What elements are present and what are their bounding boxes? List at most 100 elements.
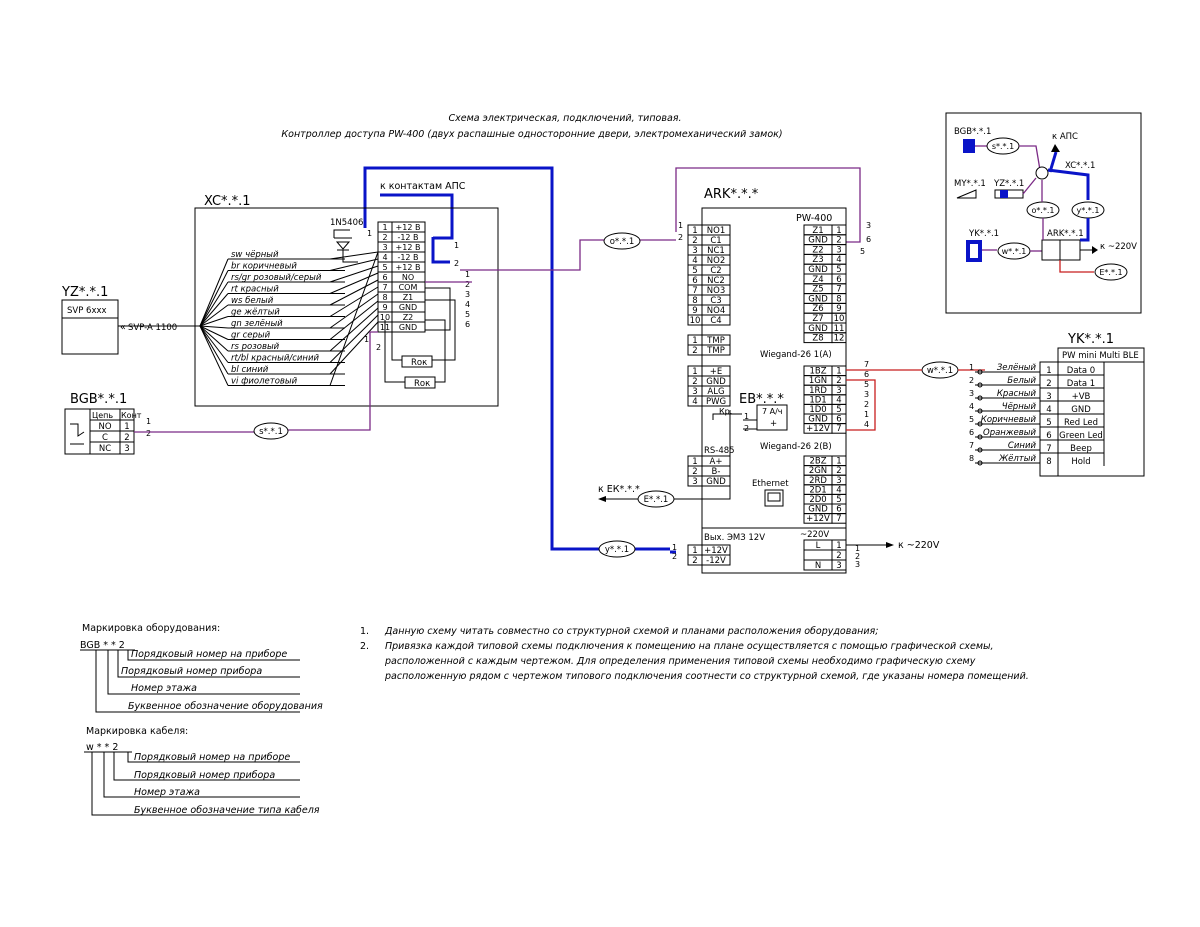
ark-relay-cell-b: C1 <box>710 236 721 246</box>
yk-pin-label: Hold <box>1071 457 1090 467</box>
connector-arrows-icon: « <box>120 322 126 333</box>
xc-wire-label: ge жёлтый <box>231 308 280 318</box>
xc-junction-box: XC*.*.1 1N5406 к контактам АПС 1+12 В2-1… <box>194 181 499 407</box>
ark-out-cell-b: -12V <box>706 556 726 566</box>
ark-zone-cell-a: Z8 <box>812 334 823 344</box>
inset-yz-icon <box>1000 190 1008 198</box>
xc-name: XC*.*.1 <box>204 194 251 209</box>
note-2-line-3: расположенную рядом с чертежом типового … <box>384 671 1029 682</box>
ark-w2-cell-b: 2 <box>836 466 841 476</box>
yk-wire-label: Синий <box>1008 441 1037 451</box>
ark-pwr-cell-b: ALG <box>707 387 724 397</box>
svg-text:1: 1 <box>744 412 749 421</box>
ark-relay-cell-b: NO1 <box>707 226 725 236</box>
ark-w1-cell-a: 1GN <box>809 376 827 386</box>
ark-w2-cell-b: 1 <box>836 457 841 467</box>
apc-contacts-label: к контактам АПС <box>380 181 466 192</box>
ark-w2-cell-a: 2BZ <box>809 457 826 467</box>
yk-wire-label: Коричневый <box>981 415 1037 425</box>
resistor-2-label: Rок <box>414 379 430 389</box>
xc-terminal-num: 10 <box>380 313 390 322</box>
ark-out-row: 2-12V <box>687 554 731 566</box>
ark-relay-cell-a: 9 <box>692 306 697 316</box>
note-2-line-2: расположенной с каждым чертежом. Для опр… <box>384 656 976 667</box>
ark-rs485-cell-b: B- <box>712 467 721 477</box>
xc-wire: rt красный <box>199 272 379 327</box>
ark-w1-cell-a: +12V <box>806 424 830 434</box>
ark-out-row: 1+12V <box>687 544 731 556</box>
svg-text:4: 4 <box>864 420 869 429</box>
xc-terminal-label: NO <box>402 273 414 282</box>
xc-wire-label: rt красный <box>231 285 279 295</box>
ark-ac-cell-b: 2 <box>836 551 841 561</box>
yk-pin-num: 4 <box>1046 405 1051 415</box>
cable-y-badge: y*.*.1 <box>598 540 636 558</box>
ark-pwr-cell-a: 4 <box>692 397 697 407</box>
yz-lock-device: YZ*.*.1 SVP 6xxx SVP-A 1100 « <box>61 285 200 355</box>
ark-ac-cell-a: N <box>815 561 821 571</box>
yk-wire-label: Белый <box>1007 376 1036 386</box>
ark-w1-cell-a: 1D1 <box>809 395 826 405</box>
xc-terminal: 4-12 В <box>377 251 426 263</box>
svg-text:2: 2 <box>454 259 459 268</box>
svg-text:3: 3 <box>864 390 869 399</box>
yk-pin: 8 Hold <box>1040 452 1104 467</box>
inset-apc: к АПС <box>1052 132 1078 142</box>
xc-terminal-label: -12 В <box>397 253 418 262</box>
yk-wire-label: Чёрный <box>1002 402 1037 412</box>
bgb-contact: 3 <box>124 444 129 454</box>
ark-zone-cell-a: GND <box>808 294 828 304</box>
ark-w1-cell-a: 1BZ <box>809 367 826 377</box>
ark-ac-cell-b: 1 <box>836 541 841 551</box>
svg-text:2: 2 <box>672 552 677 561</box>
yk-name: YK*.*.1 <box>1067 332 1114 347</box>
xc-wire-label: bl синий <box>231 365 269 375</box>
xc-wire: bl синий <box>199 321 379 375</box>
svg-text:3: 3 <box>866 221 871 230</box>
svg-text:5: 5 <box>860 247 865 256</box>
ark-zone-cell-b: 12 <box>834 334 845 344</box>
ethernet-port-icon <box>764 489 784 507</box>
inset-w-badge: w*.*.1 <box>1002 247 1027 256</box>
ark-w2-cell-b: 4 <box>836 485 841 495</box>
equipment-marking-legend: Маркировка оборудования: BGB * * 2 Поряд… <box>80 623 323 713</box>
xc-wire: ge жёлтый <box>199 286 379 327</box>
yk-wire-label: Зелёный <box>997 363 1037 373</box>
ark-w2-cell-a: 2D1 <box>809 485 826 495</box>
yk-pin-num: 8 <box>1046 457 1051 467</box>
ark-w2-cell-b: 6 <box>836 505 841 515</box>
diode-icon <box>333 229 358 263</box>
ark-w1-cell-a: 1D0 <box>809 405 826 415</box>
svg-text:2: 2 <box>864 400 869 409</box>
cable-code: w * * 2 <box>86 742 118 753</box>
xc-terminal: 3+12 В <box>377 241 426 253</box>
ark-w1-cell-a: GND <box>808 415 828 425</box>
yz-model: SVP 6xxx <box>67 306 107 316</box>
ark-w1-cell-b: 3 <box>836 386 841 396</box>
ark-tmp-cell-a: 1 <box>692 336 697 346</box>
ark-external-links: к ЕК*.*.* к ~220V 123 365 12 12 <box>598 221 940 569</box>
